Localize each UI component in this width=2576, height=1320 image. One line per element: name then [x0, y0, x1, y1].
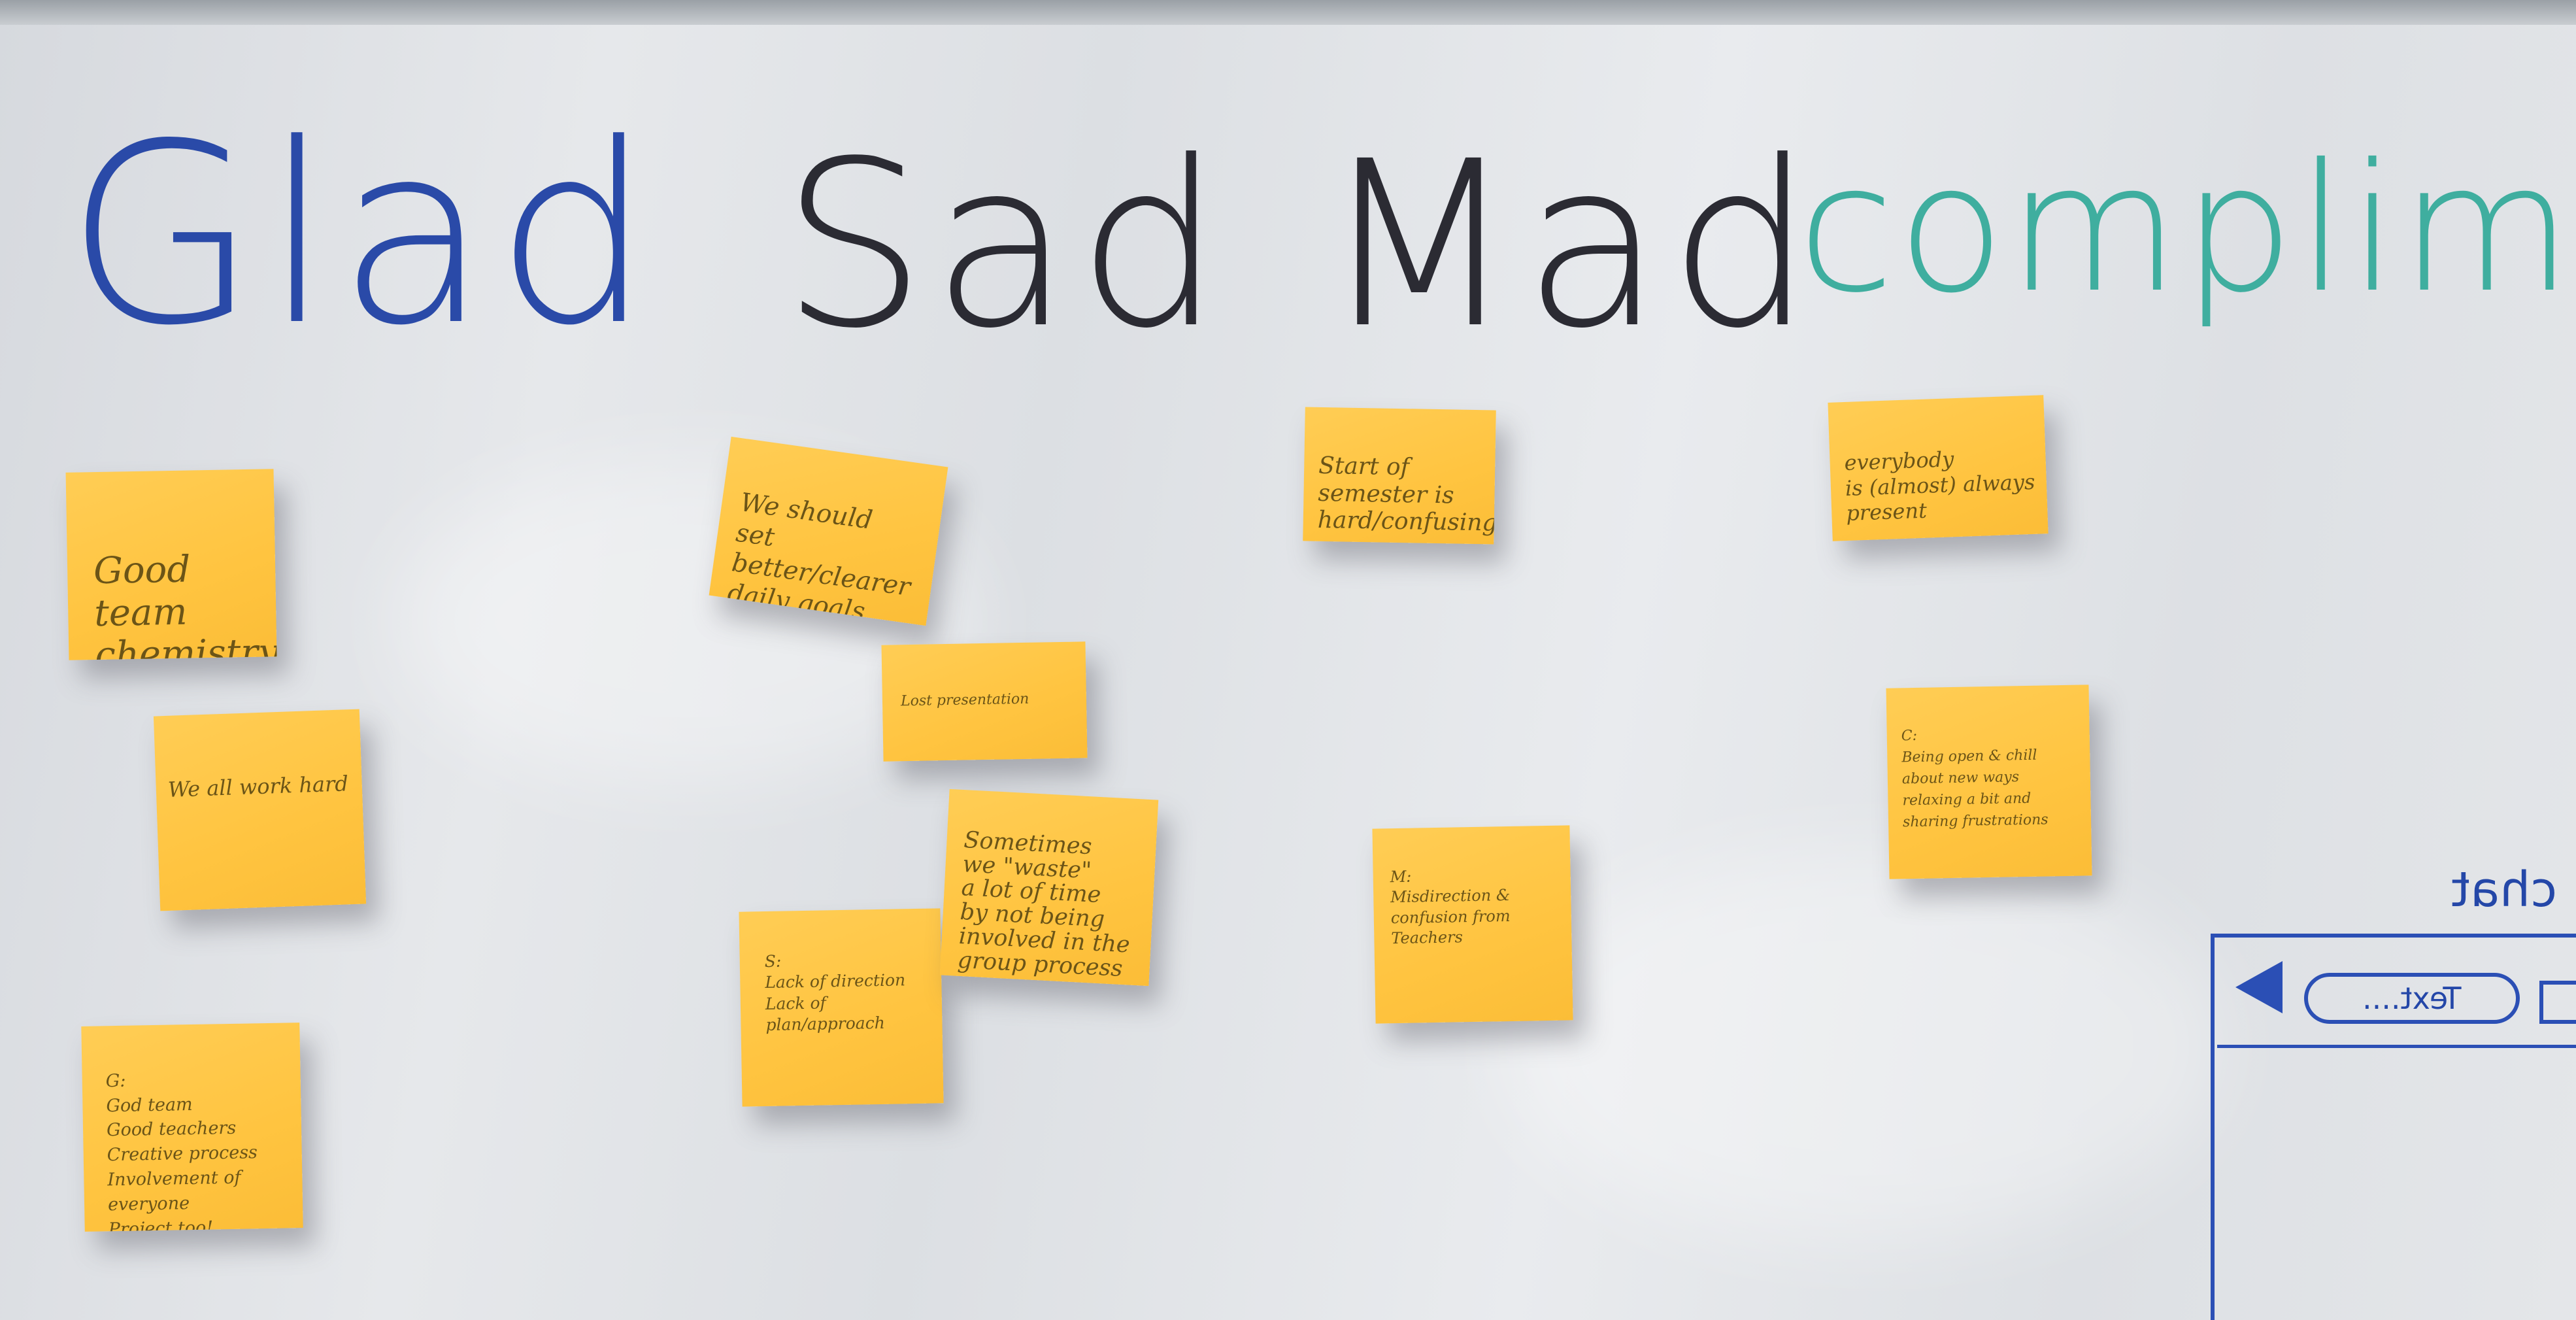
light-glare	[1503, 850, 2222, 1242]
chat-ui-sketch	[2211, 934, 2576, 1320]
whiteboard-frame	[0, 0, 2576, 25]
sticky-note-text: Start of semester is hard/confusing	[1317, 452, 1496, 537]
sticky-note-text: Lost presentation	[900, 691, 1029, 710]
sticky-note-text: Good team chemistry	[93, 548, 277, 660]
sticky-note-compliments-1: everybody is (almost) always present	[1828, 395, 2049, 541]
sticky-note-glad-3: G: God team Good teachers Creative proce…	[81, 1023, 303, 1232]
sticky-note-sad-2: Lost presentation	[881, 641, 1088, 762]
sticky-note-glad-1: Good team chemistry	[65, 469, 277, 660]
sticky-note-glad-2: We all work hard	[153, 709, 367, 911]
sticky-note-mad-2: M: Misdirection & confusion from Teacher…	[1372, 825, 1573, 1024]
sticky-note-compliments-2: C: Being open & chill about new ways rel…	[1886, 685, 2092, 879]
sticky-note-sad-4: S: Lack of direction Lack of plan/approa…	[739, 908, 944, 1107]
sketch-input-text: Text....	[2362, 981, 2462, 1016]
sketch-text-input: Text....	[2304, 973, 2520, 1024]
sticky-note-sad-1: We should set better/clearer daily goals	[709, 436, 948, 626]
heading-mad: Mad	[1320, 112, 1819, 379]
heading-compliments: compliments	[1798, 126, 2576, 331]
sticky-note-text: Sometimes we "waste" a lot of time by no…	[956, 826, 1131, 982]
sticky-note-text: C: Being open & chill about new ways rel…	[1901, 727, 2049, 831]
heading-glad: Glad	[65, 90, 658, 380]
sticky-note-text: We all work hard	[167, 771, 349, 803]
sticky-note-text: S: Lack of direction Lack of plan/approa…	[764, 951, 906, 1035]
heading-sad: Sad	[781, 112, 1228, 379]
sticky-note-sad-3: Sometimes we "waste" a lot of time by no…	[939, 788, 1159, 987]
sticky-note-text: M: Misdirection & confusion from Teacher…	[1390, 867, 1511, 947]
sketch-chat-label: chat	[2451, 862, 2557, 918]
sketch-box-icon	[2539, 981, 2576, 1024]
send-arrow-icon	[2235, 961, 2283, 1013]
sticky-note-text: everybody is (almost) always present	[1843, 447, 2035, 526]
sticky-note-mad-1: Start of semester is hard/confusing	[1303, 407, 1496, 545]
sticky-note-text: G: God team Good teachers Creative proce…	[105, 1070, 258, 1232]
sketch-divider	[2217, 1045, 2576, 1048]
